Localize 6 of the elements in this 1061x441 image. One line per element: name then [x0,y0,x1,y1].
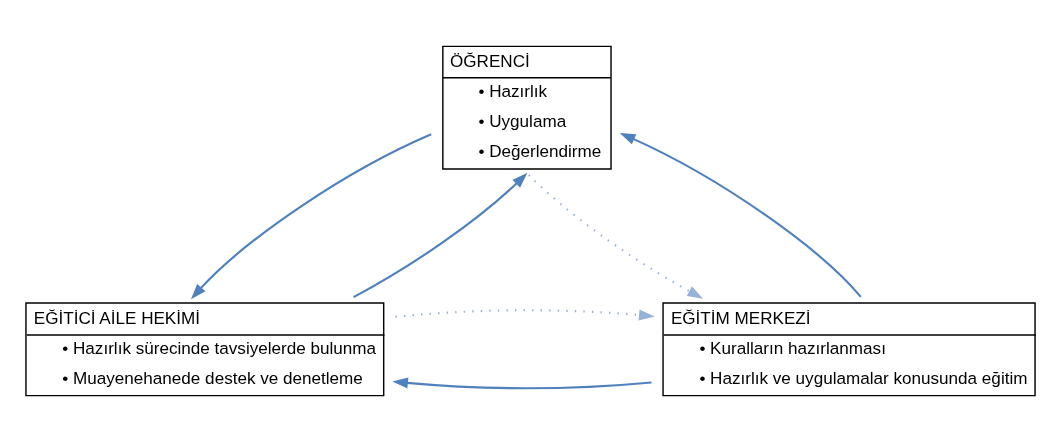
arrow [395,308,655,320]
arrow [619,132,862,298]
arrow [353,172,528,298]
arrow [528,173,704,299]
arrow [190,132,432,299]
arrow [392,377,652,389]
